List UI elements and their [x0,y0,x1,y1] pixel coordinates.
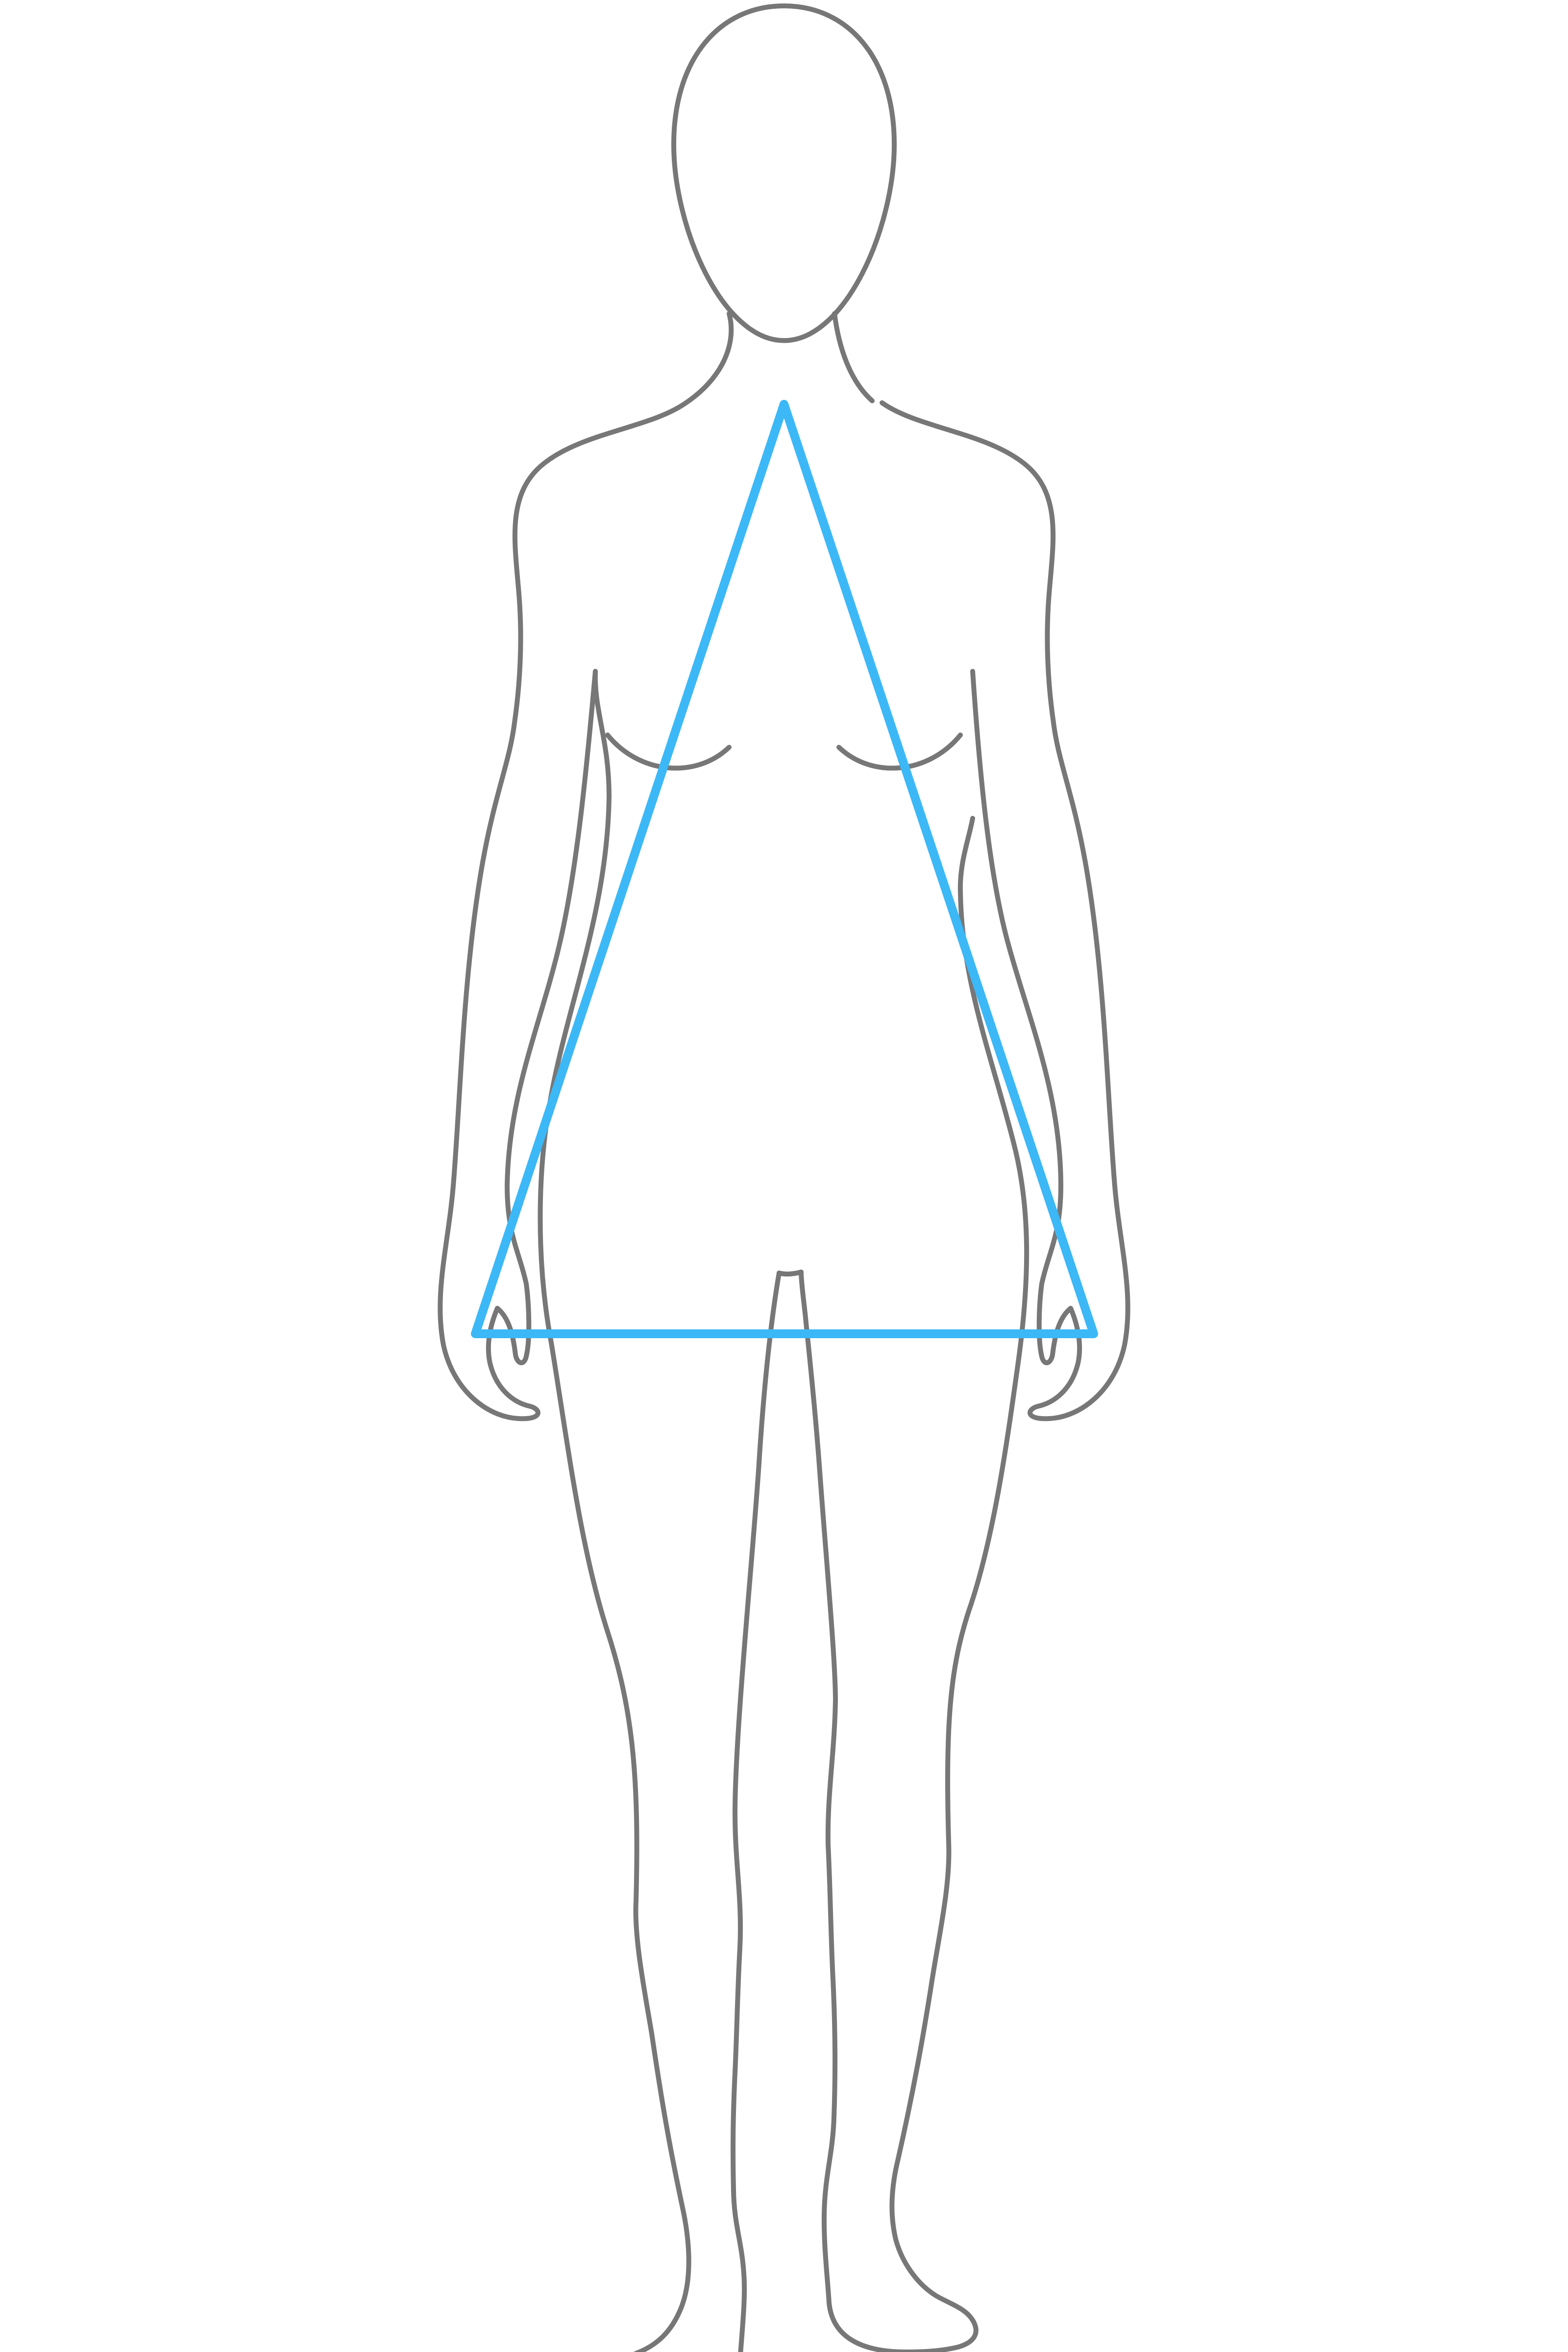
left-shoulder-arm-outline [438,400,688,1421]
triangle-shape-overlay [471,400,1098,1338]
right-inner-leg-outline [799,816,1029,2352]
neck-right-outline [832,311,875,403]
neck-left-outline [684,311,734,405]
right-shoulder-arm-outline [880,400,1130,1421]
female-body-silhouette [438,3,1130,2352]
head-outline [671,3,897,343]
crotch-outline [777,1270,804,1277]
left-foot-outline [633,1271,782,2352]
right-breast-line [836,733,963,771]
left-hand-outline [495,1281,532,1366]
left-torso-outline [538,669,691,2352]
right-hand-outline [1036,1281,1073,1366]
